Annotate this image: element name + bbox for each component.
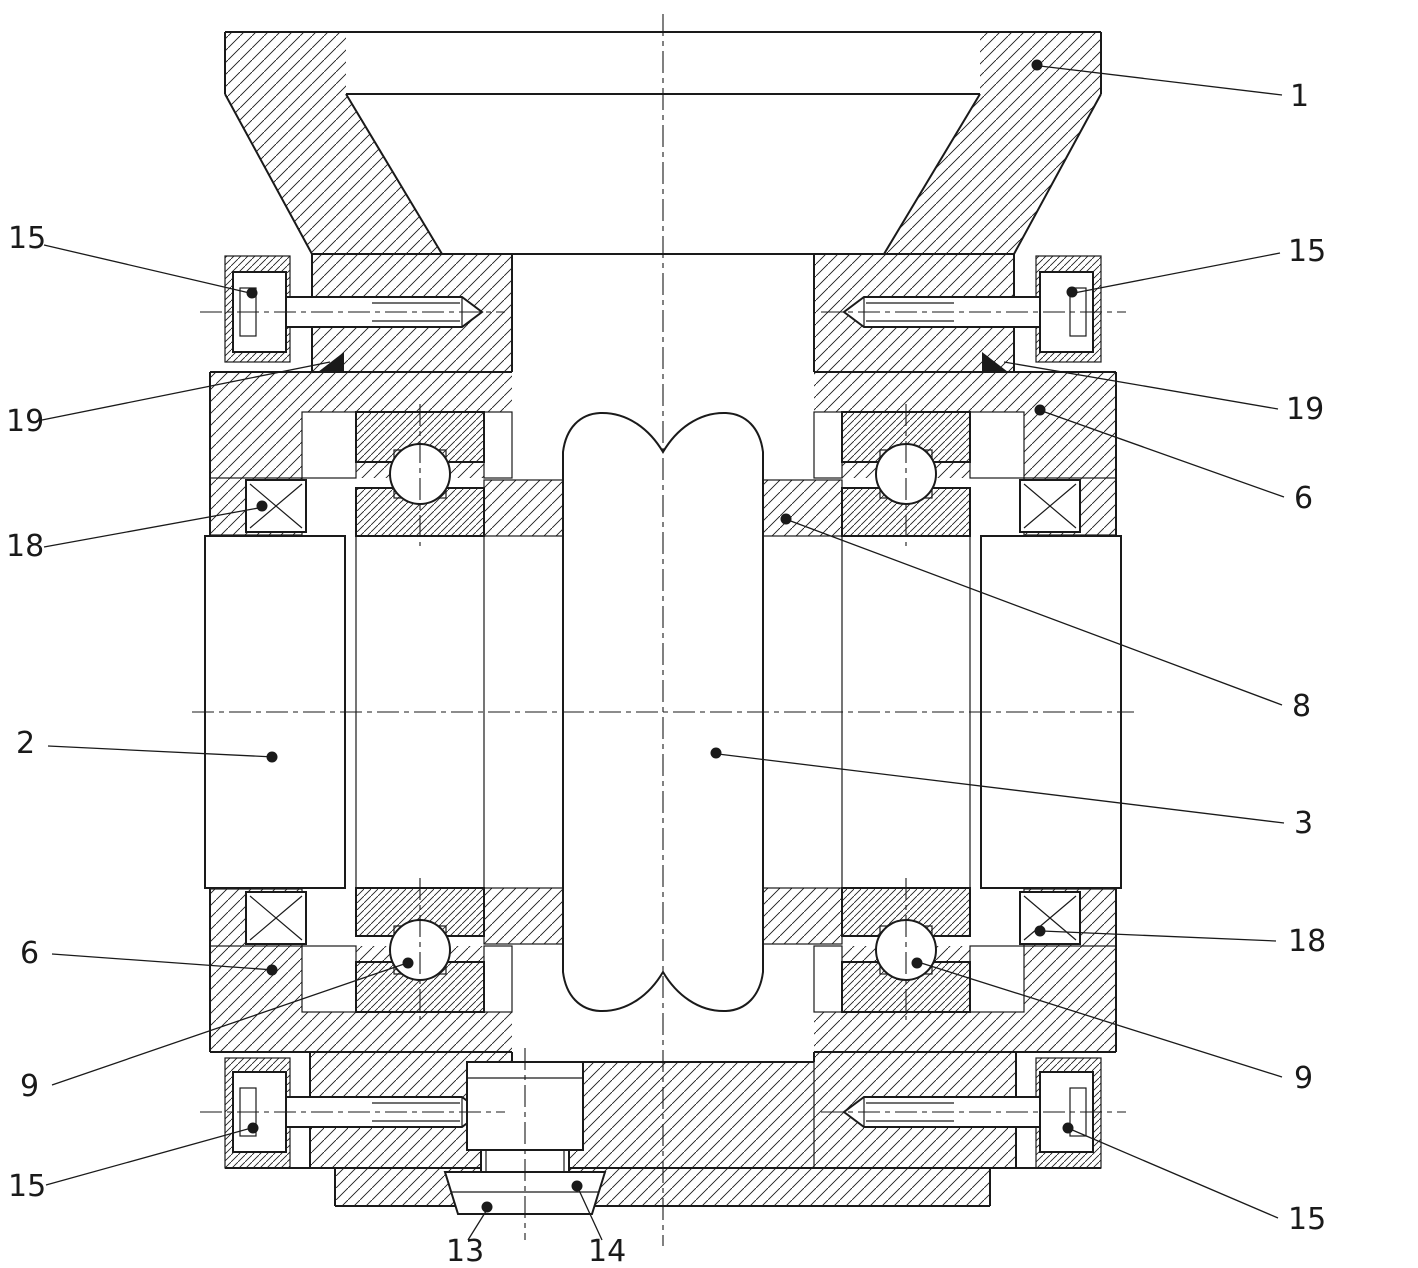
seal-bottom-right xyxy=(1019,891,1081,945)
leader-dot xyxy=(266,964,278,976)
callout-part-9-right: 9 xyxy=(911,957,1313,1096)
leader-line xyxy=(45,1126,256,1186)
leader-line xyxy=(1039,65,1283,96)
leader-line xyxy=(717,753,1285,824)
part-number-label: 2 xyxy=(16,726,35,761)
leader-line xyxy=(1073,252,1281,294)
callout-part-9-left: 9 xyxy=(20,957,414,1104)
leader-dot xyxy=(246,287,258,299)
seal-bottom-left xyxy=(245,891,307,945)
part-number-label: 18 xyxy=(1288,924,1326,959)
leader-line xyxy=(1003,361,1279,410)
callout-part-1: 1 xyxy=(1031,59,1309,114)
callout-part-15-bottom-left: 15 xyxy=(8,1122,259,1204)
part-number-label: 19 xyxy=(1286,392,1324,427)
part-number-label: 19 xyxy=(6,404,44,439)
callout-part-6-right: 6 xyxy=(1034,404,1313,516)
leader-line xyxy=(1069,1128,1279,1219)
centerlines xyxy=(192,14,1134,1246)
callout-part-15-top-left: 15 xyxy=(8,221,258,299)
callout-part-2: 2 xyxy=(16,726,278,763)
callout-part-14: 14 xyxy=(571,1180,626,1268)
part-number-label: 8 xyxy=(1292,689,1311,724)
seals-part-18 xyxy=(245,479,1081,945)
part-number-label: 3 xyxy=(1294,806,1313,841)
seal-top-left xyxy=(245,479,307,533)
part-number-label: 13 xyxy=(446,1234,484,1268)
leader-dot xyxy=(256,500,268,512)
callouts: 1 15 15 19 19 6 18 xyxy=(6,59,1326,1268)
leader-line xyxy=(43,244,255,295)
leader-line xyxy=(47,745,275,758)
weld-mark-part-19-left xyxy=(318,352,344,372)
leader-dot xyxy=(1031,59,1043,71)
part-number-label: 15 xyxy=(1288,234,1326,269)
part-number-label: 6 xyxy=(1294,481,1313,516)
callout-part-15-top-right: 15 xyxy=(1066,234,1326,298)
leader-dot xyxy=(710,747,722,759)
part-number-label: 15 xyxy=(8,1169,46,1204)
leader-dot xyxy=(247,1122,259,1134)
leader-line xyxy=(51,953,275,971)
leader-line xyxy=(43,506,265,548)
leader-dot xyxy=(1062,1122,1074,1134)
leader-dot xyxy=(1034,925,1046,937)
callout-part-13: 13 xyxy=(446,1201,493,1268)
leader-dot xyxy=(780,513,792,525)
leader-dot xyxy=(266,751,278,763)
part-number-label: 6 xyxy=(20,936,39,971)
seal-top-right xyxy=(1019,479,1081,533)
leader-dot xyxy=(571,1180,583,1192)
callout-part-15-bottom-right: 15 xyxy=(1062,1122,1326,1237)
part-number-label: 9 xyxy=(20,1069,39,1104)
weld-mark-part-19-right xyxy=(982,352,1008,372)
leader-dot xyxy=(481,1201,493,1213)
part-number-label: 18 xyxy=(6,529,44,564)
callout-part-18-left: 18 xyxy=(6,500,268,564)
part-number-label: 15 xyxy=(8,221,46,256)
leader-dot xyxy=(911,957,923,969)
part-number-label: 15 xyxy=(1288,1202,1326,1237)
leader-line xyxy=(1041,930,1277,942)
callout-part-8: 8 xyxy=(780,513,1311,724)
leader-dot xyxy=(1034,404,1046,416)
leader-line xyxy=(577,1187,603,1241)
callout-part-19-right: 19 xyxy=(1003,361,1324,427)
leader-line xyxy=(1041,410,1285,498)
part-number-label: 9 xyxy=(1294,1061,1313,1096)
callout-part-3: 3 xyxy=(710,747,1313,841)
leader-line xyxy=(917,961,1283,1078)
part-number-label: 14 xyxy=(588,1234,626,1268)
leader-dot xyxy=(402,957,414,969)
part-number-label: 1 xyxy=(1290,79,1309,114)
leader-line xyxy=(787,519,1283,706)
callout-part-6-left: 6 xyxy=(20,936,278,976)
leader-line xyxy=(51,961,411,1086)
callout-part-19-left: 19 xyxy=(6,361,331,439)
leader-dot xyxy=(1066,286,1078,298)
callout-part-18-right: 18 xyxy=(1034,924,1326,959)
centerline-bolt-axes xyxy=(200,311,1126,1113)
leader-line xyxy=(467,1207,489,1241)
leader-line xyxy=(41,361,331,421)
